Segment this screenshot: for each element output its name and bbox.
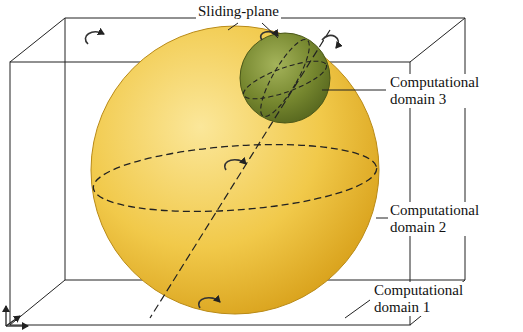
small-sphere — [240, 33, 331, 123]
domain-label: Computational domain 3 — [388, 74, 520, 108]
big-sphere — [91, 26, 379, 314]
rotation-arrows — [85, 32, 338, 308]
rotation-axis — [150, 30, 330, 318]
domain-box — [10, 18, 465, 325]
coordinate-axes — [6, 306, 28, 326]
domain-label: Computational domain 2 — [388, 202, 520, 236]
leader-lines — [228, 23, 388, 318]
domain-label: Computational domain 1 — [372, 282, 504, 316]
sliding-plane-label: Sliding-plane — [196, 3, 281, 20]
